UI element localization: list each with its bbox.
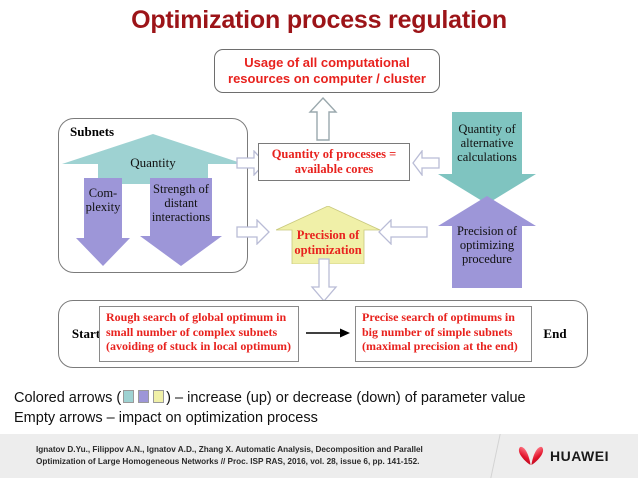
end-label: End — [543, 326, 567, 341]
empty-arrow-down-to-process-panel — [310, 258, 338, 302]
legend-line-2: Empty arrows – impact on optimization pr… — [14, 410, 318, 426]
empty-arrow-up-to-usage-box — [308, 96, 338, 142]
empty-arrow-left-to-processes-box — [412, 150, 440, 176]
subnets-label: Subnets — [70, 124, 115, 139]
quantity-of-processes-box: Quantity of processes = available cores — [258, 143, 410, 181]
usage-box-line1: Usage of all computational — [244, 55, 410, 70]
usage-of-resources-box: Usage of all computational resources on … — [214, 49, 440, 93]
footer-bar — [0, 434, 638, 478]
arrow-precision-of-optimizing-procedure: Precision of optimizing procedure — [438, 196, 536, 288]
stage-rough-search-box: Rough search of global optimum in small … — [99, 306, 299, 362]
stage-connector-arrow — [306, 326, 350, 338]
legend: Colored arrows () – increase (up) or dec… — [14, 388, 626, 428]
legend-swatch-teal — [123, 390, 135, 403]
start-label: Start — [71, 326, 101, 341]
processes-box-line2: available cores — [294, 162, 374, 176]
arrow-quantity-of-alternative-calculations: Quantity of alternative calculations — [438, 112, 536, 204]
citation-text: Ignatov D.Yu., Filippov A.N., Ignatov A.… — [36, 445, 423, 466]
huawei-flower-icon — [518, 446, 544, 465]
usage-box-line2: resources on computer / cluster — [228, 71, 426, 86]
page-title: Optimization process regulation — [131, 6, 507, 34]
arrow-strength-of-distant-interactions: Strength of distant interactions — [140, 178, 222, 266]
huawei-logo: HUAWEI — [518, 445, 609, 467]
arrow-quantity: Quantity — [62, 134, 244, 184]
legend-swatch-yellow — [153, 390, 165, 403]
arrow-precision-of-optimization: Precision of optimization — [276, 206, 380, 264]
huawei-wordmark: HUAWEI — [550, 448, 609, 464]
arrow-complexity: Com- plexity — [76, 178, 130, 266]
empty-arrow-right-to-precision-box — [236, 219, 270, 245]
stage-precise-search-box: Precise search of optimums in big number… — [355, 306, 532, 362]
legend-swatch-purple — [138, 390, 150, 403]
empty-arrow-left-to-precision-box — [378, 219, 428, 245]
processes-box-line1: Quantity of processes = — [271, 147, 397, 161]
legend-line-1: Colored arrows () – increase (up) or dec… — [14, 390, 526, 406]
